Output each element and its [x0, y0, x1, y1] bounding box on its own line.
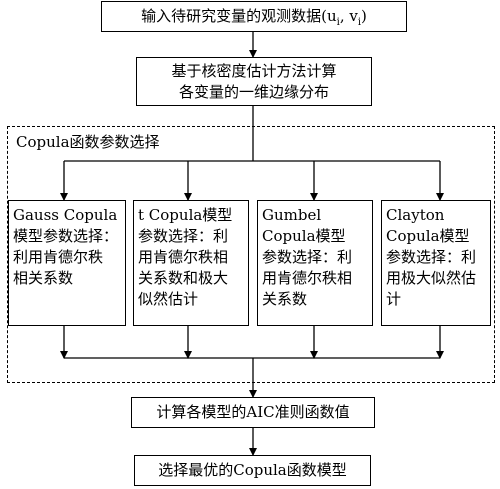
model-text-line: Gumbel [262, 206, 322, 224]
model-box-t: t Copula模型 参数选择：利 用肯德尔秩相 关系数和极大 似然估计 [133, 200, 249, 326]
step-aic-label: 计算各模型的AIC准则函数值 [156, 403, 350, 421]
step-marginal-line-2: 各变量的一维边缘分布 [178, 82, 329, 101]
model-text-line: 关系数和极大 [138, 269, 229, 287]
model-text-line: 用极大似然估 [386, 269, 477, 287]
copula-parameter-group [7, 126, 495, 383]
model-box-gumbel: Gumbel Copula模型 参数选择：利 用肯德尔秩相 关系数 [257, 200, 373, 326]
model-text-line: 参数选择：利 [262, 248, 353, 266]
model-text-line: 用肯德尔秩相 [262, 269, 353, 287]
model-text-line: Copula模型 [262, 227, 346, 245]
model-text-line: 计 [386, 290, 402, 308]
step-select-model: 选择最优的Copula函数模型 [134, 455, 371, 486]
model-text-line: 相关系数 [13, 269, 74, 287]
model-text-line: 用肯德尔秩相 [138, 248, 229, 266]
model-text-line: Clayton [386, 206, 445, 224]
model-box-gauss: Gauss Copula 模型参数选择： 利用肯德尔秩 相关系数 [8, 200, 126, 326]
model-text-line: Copula模型 [386, 227, 470, 245]
step-aic: 计算各模型的AIC准则函数值 [131, 397, 375, 428]
model-text-line: 关系数 [262, 290, 308, 308]
model-text-line: Gauss Copula [13, 206, 118, 224]
model-text-line: 参数选择：利 [386, 248, 477, 266]
step-marginal-distribution: 基于核密度估计方法计算 各变量的一维边缘分布 [136, 57, 372, 106]
model-box-clayton: Clayton Copula模型 参数选择：利 用极大似然估 计 [381, 200, 491, 326]
step-select-model-label: 选择最优的Copula函数模型 [158, 461, 347, 479]
model-text-line: 模型参数选择： [13, 227, 119, 245]
step-marginal-line-1: 基于核密度估计方法计算 [171, 61, 337, 80]
model-text-line: t Copula模型 [138, 206, 233, 224]
model-text-line: 似然估计 [138, 290, 199, 308]
model-text-line: 参数选择：利 [138, 227, 229, 245]
group-label: Copula函数参数选择 [16, 133, 160, 151]
step-input-data-label: 输入待研究变量的观测数据(ui, vi) [141, 7, 367, 28]
model-text-line: 利用肯德尔秩 [13, 248, 104, 266]
step-input-data: 输入待研究变量的观测数据(ui, vi) [101, 1, 407, 32]
